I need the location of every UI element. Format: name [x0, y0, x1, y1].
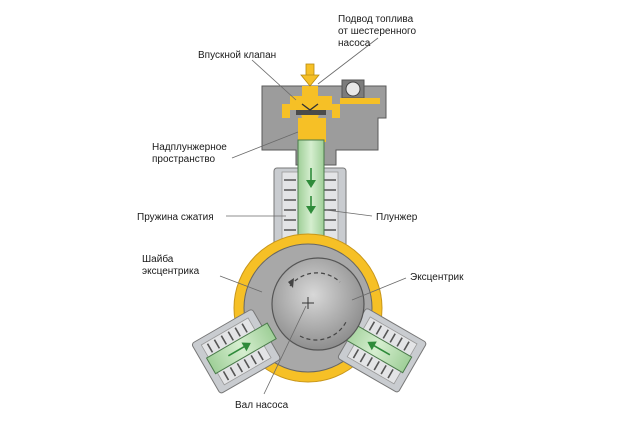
eccentric-label: Эксцентрик [410, 272, 464, 283]
fuel-supply-label: Подвод топлива от шестеренного насоса [338, 14, 419, 49]
pump-head [261, 79, 387, 166]
plunger-label: Плунжер [376, 212, 418, 223]
eccentric [271, 257, 365, 351]
intake-valve-label: Впускной клапан [198, 50, 276, 61]
left-plunger-assembly [191, 309, 281, 394]
leader-lines [219, 37, 407, 395]
intake-valve [296, 110, 326, 115]
pump-shaft [302, 297, 314, 309]
plunger [297, 139, 325, 247]
ball-valve [345, 81, 361, 97]
above-plunger-space-label: Надплунжерное пространство [152, 142, 230, 165]
pump-shaft-label: Вал насоса [235, 400, 289, 411]
compression-spring [284, 179, 336, 241]
right-plunger-assembly [337, 308, 427, 393]
eccentric-washer-label: Шайба эксцентрика [142, 253, 200, 277]
above-plunger-space [298, 118, 326, 142]
fuel-supply-arrow [300, 63, 320, 87]
compression-spring-label: Пружина сжатия [137, 212, 214, 223]
